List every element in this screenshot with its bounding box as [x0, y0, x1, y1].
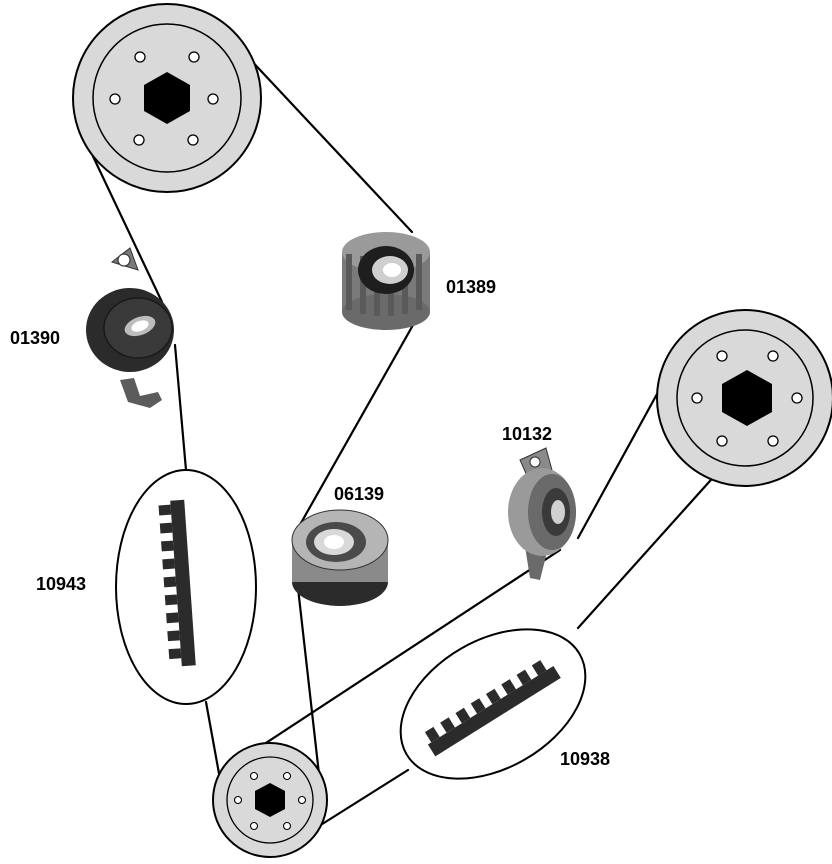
label-10938: 10938: [560, 749, 610, 769]
hex-hub-icon: [144, 72, 190, 124]
belt-segment-smooth-idler-to-crank: [296, 586, 322, 785]
part-labels: 01390 01389 10132 06139 10943 10938: [10, 277, 610, 769]
top-left-pulley: [72, 3, 262, 193]
idler-smooth: [291, 509, 389, 606]
label-06139: 06139: [334, 484, 384, 504]
label-01389: 01389: [446, 277, 496, 297]
crankshaft-pulley: [212, 742, 328, 858]
belt-segment-crank-to-right-tensioner: [238, 548, 562, 762]
belt-segment-right-tensioner-to-cam: [576, 372, 670, 540]
label-10943: 10943: [36, 574, 86, 594]
belt-segment-cam-to-right-belt: [576, 470, 720, 630]
tensioner-right: [508, 447, 576, 580]
belt-sample-left: [115, 469, 257, 705]
hex-hub-icon: [722, 370, 772, 426]
belt-segment-idler-down: [295, 316, 419, 532]
idler-toothed: [342, 232, 430, 330]
label-10132: 10132: [502, 424, 552, 444]
belt-segment-tensioner-down: [173, 343, 188, 472]
belt-segment-top-to-idler: [244, 53, 414, 234]
label-01390: 01390: [10, 328, 60, 348]
hex-hub-icon: [255, 783, 285, 817]
right-pulley: [656, 309, 832, 487]
belt-segment-top-to-tensioner: [88, 148, 164, 304]
tensioner-upper-left: [86, 247, 174, 408]
belt-sample-right: [399, 628, 587, 780]
